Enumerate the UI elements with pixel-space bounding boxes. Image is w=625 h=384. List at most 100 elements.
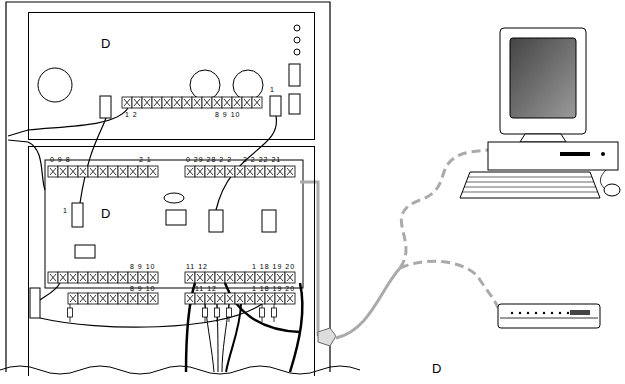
connector (72, 203, 83, 227)
indicator-lamp (294, 25, 300, 31)
terminal-body (78, 293, 88, 304)
terminal (128, 166, 138, 177)
terminal-body (118, 166, 128, 177)
terminal-body (185, 166, 195, 177)
terminal (88, 166, 98, 177)
terminal (255, 272, 265, 283)
terminal-screw (70, 274, 76, 281)
terminal-screw (120, 274, 126, 281)
terminal-screw (110, 168, 116, 175)
terminal-screw (267, 274, 273, 281)
terminal (78, 272, 88, 283)
terminal-body (192, 97, 202, 108)
terminal-screw (187, 168, 193, 175)
terminal-body (265, 166, 275, 177)
terminal-body (58, 272, 68, 283)
panel: D (28, 146, 315, 376)
panel: D (28, 12, 315, 140)
terminal-body (215, 293, 225, 304)
terminal (128, 293, 138, 304)
terminal-screw (70, 168, 76, 175)
terminal (58, 272, 68, 283)
circuit-board (45, 160, 303, 288)
terminal (252, 97, 262, 108)
resistor-symbol (260, 308, 265, 317)
terminal (118, 293, 128, 304)
resistor-symbol (203, 308, 208, 317)
terminal-screw (90, 168, 96, 175)
chip (166, 210, 186, 225)
terminal (108, 272, 118, 283)
terminal-body (138, 272, 148, 283)
terminal (88, 272, 98, 283)
indicator-lamp (294, 49, 300, 55)
terminal-screw (164, 99, 170, 106)
terminal (128, 272, 138, 283)
terminal-body (235, 293, 245, 304)
terminal (148, 293, 158, 304)
connector (100, 96, 111, 118)
keyboard-keys (466, 182, 594, 183)
terminal (138, 166, 148, 177)
dashed-link (400, 261, 498, 308)
terminal-body (148, 272, 158, 283)
screen (510, 38, 576, 118)
terminal-screw (237, 295, 243, 302)
terminal (48, 166, 58, 177)
terminal-number: 11 12 (195, 285, 217, 292)
terminal-screw (110, 295, 116, 302)
terminal (215, 166, 225, 177)
terminal (275, 272, 285, 283)
terminal-screw (50, 168, 56, 175)
monitor (500, 28, 586, 134)
illustration-layer (0, 2, 620, 374)
terminal-screw (100, 168, 106, 175)
modem-badge (570, 310, 590, 315)
terminal-body (205, 272, 215, 283)
terminal-body (255, 166, 265, 177)
terminal-number: 8 9 10 (215, 111, 240, 118)
terminal-screw (150, 295, 156, 302)
terminal-screw (130, 274, 136, 281)
terminal-screw (80, 274, 86, 281)
terminal-body (148, 166, 158, 177)
chip (262, 210, 276, 232)
modem-led (535, 312, 537, 314)
terminal (182, 97, 192, 108)
terminal-screw (227, 168, 233, 175)
terminal (172, 97, 182, 108)
terminal (132, 97, 142, 108)
terminal (78, 166, 88, 177)
power-button (601, 152, 605, 156)
terminal-screw (234, 99, 240, 106)
keyboard-keys (464, 187, 596, 188)
resistor-symbol (68, 308, 73, 317)
terminal-screw (277, 274, 283, 281)
terminal (225, 272, 235, 283)
terminal-body (128, 272, 138, 283)
terminal-screw (187, 274, 193, 281)
terminal-screw (287, 274, 293, 281)
terminal (192, 97, 202, 108)
terminal-screw (217, 295, 223, 302)
terminal-number: 2 1 (139, 156, 152, 163)
terminal (275, 293, 285, 304)
terminal-number: 1 2 (125, 111, 138, 118)
terminal-screw (197, 168, 203, 175)
terminal-body (108, 272, 118, 283)
terminal (195, 293, 205, 304)
resistor-symbol (227, 308, 232, 317)
terminal (138, 293, 148, 304)
callout-letter: D (432, 362, 441, 375)
terminal-body (285, 293, 295, 304)
terminal-body (222, 97, 232, 108)
terminal-screw (140, 274, 146, 281)
terminal-body (215, 272, 225, 283)
drive-slot (560, 152, 590, 156)
terminal (235, 293, 245, 304)
indicator-lamp (294, 37, 300, 43)
terminal (98, 293, 108, 304)
terminal-body (205, 293, 215, 304)
keyboard-keys (462, 192, 598, 193)
